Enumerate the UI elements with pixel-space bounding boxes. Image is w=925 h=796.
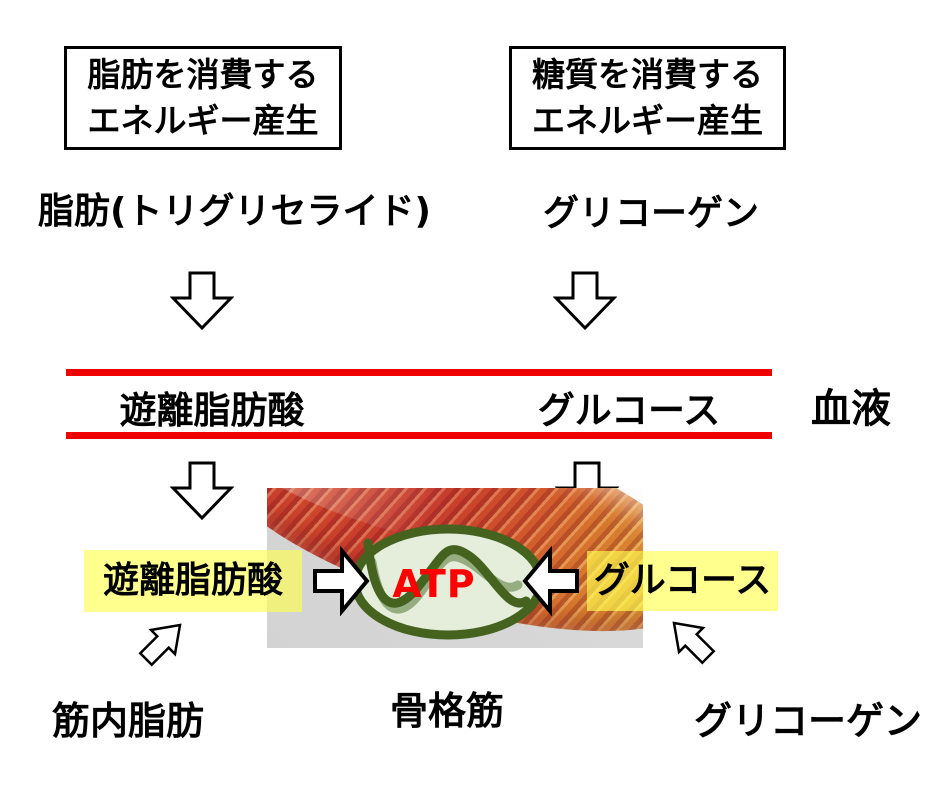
fat-triglyceride-label: 脂肪(トリグリセライド): [38, 191, 431, 232]
glucose-blood-label: グルコース: [537, 389, 721, 432]
fat-energy-box-line2: エネルギー産生: [87, 101, 319, 140]
left-arrow-icon: [522, 546, 579, 616]
ffa-muscle-label: 遊離脂肪酸: [84, 550, 302, 612]
carb-energy-box-line2: エネルギー産生: [532, 101, 763, 140]
carb-energy-box: 糖質を消費する エネルギー産生: [509, 46, 786, 150]
ffa-blood-label: 遊離脂肪酸: [119, 389, 305, 432]
energy-wave-dark: [363, 538, 531, 608]
down-arrow-icon: [553, 271, 617, 331]
glucose-muscle-label: グルコース: [587, 551, 778, 611]
up-left-arrow-icon: [672, 621, 716, 665]
carb-energy-box-line1: 糖質を消費する: [532, 55, 763, 94]
right-arrow-icon: [313, 546, 370, 616]
skeletal-muscle-label: 骨格筋: [389, 689, 504, 733]
down-arrow-icon: [170, 271, 234, 331]
atp-label: ATP: [392, 562, 476, 606]
glycogen-bottom-label: グリコーゲン: [694, 699, 923, 743]
up-right-arrow-icon: [138, 623, 182, 667]
down-arrow-icon: [170, 461, 234, 521]
glycogen-top-label: グリコーゲン: [542, 193, 759, 234]
fat-energy-box-line1: 脂肪を消費する: [87, 55, 319, 94]
fat-energy-box: 脂肪を消費する エネルギー産生: [64, 46, 342, 150]
blood-line-top: [66, 369, 772, 376]
blood-label: 血液: [811, 386, 891, 432]
blood-line-bottom: [66, 432, 772, 439]
intramuscular-fat-label: 筋内脂肪: [51, 699, 204, 743]
